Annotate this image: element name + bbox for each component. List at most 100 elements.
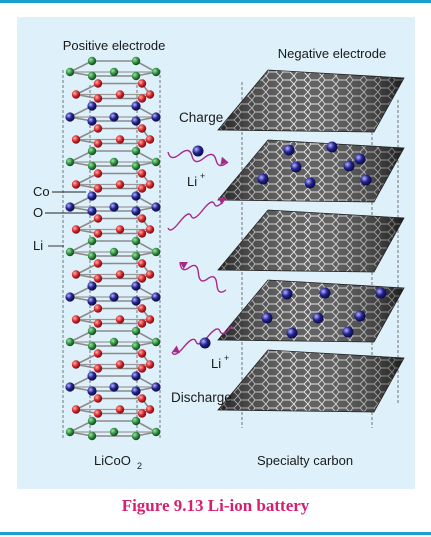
cobalt-atom: [109, 247, 119, 257]
oxygen-atom: [137, 214, 147, 223]
cobalt-atom: [131, 251, 141, 261]
cobalt-atom: [131, 431, 141, 441]
oxygen-atom: [93, 364, 103, 373]
oxygen-atom: [115, 135, 125, 144]
cobalt-atom: [87, 431, 97, 441]
lattice-layer: [71, 394, 155, 418]
wave-arrow-icon: [179, 261, 227, 293]
oxygen-atom: [137, 79, 147, 88]
lithium-atom: [131, 386, 141, 396]
lithium-ion: [354, 310, 366, 322]
oxygen-atom: [137, 139, 147, 148]
cobalt-atom: [131, 56, 141, 66]
lithium-atom: [87, 386, 97, 396]
oxygen-atom: [115, 180, 125, 189]
lithium-atom: [151, 382, 161, 392]
lithium-atom: [87, 206, 97, 216]
cobalt-key-label: Co: [33, 184, 50, 199]
lithium-ion: [319, 287, 331, 299]
oxygen-atom: [115, 360, 125, 369]
bottom-rule: [0, 532, 431, 535]
oxygen-atom: [137, 304, 147, 313]
lattice-layer: [65, 146, 161, 171]
lithium-atom: [151, 112, 161, 122]
oxygen-atom: [145, 270, 155, 279]
wave-arrow-icon: [167, 145, 233, 355]
lithium-ion: [354, 153, 366, 165]
cobalt-atom: [65, 67, 75, 77]
oxygen-atom: [93, 409, 103, 418]
oxygen-atom: [71, 270, 81, 279]
oxygen-atom: [115, 315, 125, 324]
lithium-atom: [131, 206, 141, 216]
lithium-ion: [283, 144, 295, 156]
lithium-atom: [87, 191, 97, 201]
lithium-atom: [87, 101, 97, 111]
li-ion-charge: +: [200, 171, 205, 181]
cathode-formula: LiCoO: [94, 453, 131, 468]
cobalt-atom: [131, 146, 141, 156]
lithium-ion: [342, 326, 354, 338]
oxygen-atom: [71, 90, 81, 99]
cobalt-atom: [131, 71, 141, 81]
lithium-atom: [65, 202, 75, 212]
lithium-atom: [109, 112, 119, 122]
lithium-ion: [192, 145, 204, 157]
lattice-layer: [71, 169, 155, 193]
cobalt-atom: [109, 337, 119, 347]
lithium-atom: [109, 292, 119, 302]
oxygen-atom: [93, 79, 103, 88]
cobalt-atom: [151, 67, 161, 77]
oxygen-atom: [145, 135, 155, 144]
cobalt-atom: [131, 326, 141, 336]
lithium-ion: [199, 337, 211, 349]
graphene-sheet: [217, 279, 405, 343]
lithium-ion: [312, 312, 324, 324]
oxygen-atom: [137, 319, 147, 328]
cobalt-atom: [87, 161, 97, 171]
cobalt-atom: [87, 146, 97, 156]
lithium-atom: [131, 296, 141, 306]
oxygen-atom: [71, 360, 81, 369]
lattice-layer: [65, 56, 161, 81]
li-ion-symbol: Li: [211, 356, 221, 371]
oxygen-atom: [145, 180, 155, 189]
lattice-layer: [65, 326, 161, 351]
lattice-layer: [65, 236, 161, 261]
cobalt-atom: [87, 326, 97, 336]
oxygen-atom: [137, 124, 147, 133]
oxygen-key-label: O: [33, 205, 43, 220]
oxygen-atom: [93, 349, 103, 358]
lithium-ion: [360, 174, 372, 186]
oxygen-atom: [137, 184, 147, 193]
lithium-ion: [290, 161, 302, 173]
lithium-atom: [87, 296, 97, 306]
oxygen-atom: [145, 225, 155, 234]
lithium-atom: [131, 281, 141, 291]
lithium-ion: [343, 160, 355, 172]
oxygen-atom: [93, 319, 103, 328]
lithium-atom: [151, 292, 161, 302]
cobalt-atom: [65, 247, 75, 257]
cobalt-atom: [87, 341, 97, 351]
cobalt-atom: [151, 427, 161, 437]
oxygen-atom: [71, 225, 81, 234]
lattice-layer: [65, 101, 161, 126]
oxygen-atom: [93, 304, 103, 313]
cobalt-atom: [65, 157, 75, 167]
oxygen-atom: [93, 214, 103, 223]
cobalt-atom: [109, 157, 119, 167]
oxygen-atom: [93, 124, 103, 133]
lattice-layer: [71, 349, 155, 373]
cobalt-atom: [87, 236, 97, 246]
oxygen-atom: [71, 180, 81, 189]
cobalt-atom: [87, 416, 97, 426]
positive-electrode-label: Positive electrode: [63, 38, 166, 53]
lithium-atom: [131, 101, 141, 111]
lithium-atom: [87, 371, 97, 381]
lattice-layer: [65, 416, 161, 441]
oxygen-atom: [137, 274, 147, 283]
oxygen-atom: [93, 274, 103, 283]
lithium-ion: [286, 327, 298, 339]
